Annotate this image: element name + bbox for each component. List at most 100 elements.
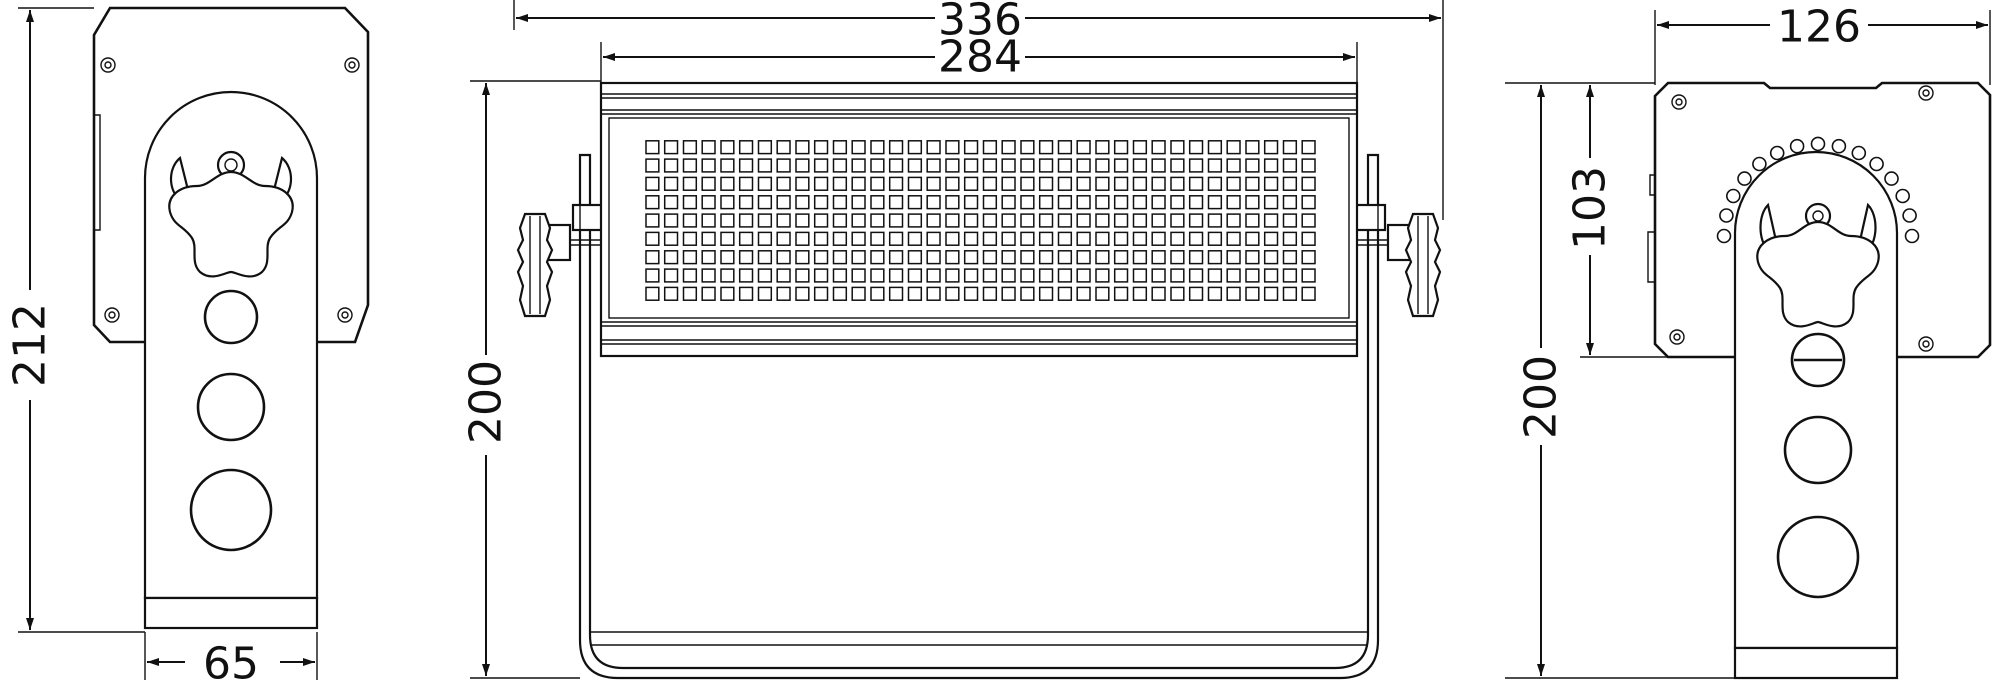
led-cell: [1076, 195, 1091, 210]
led-cell: [1170, 250, 1185, 265]
led-cell: [1282, 195, 1298, 210]
led-cell: [663, 286, 679, 301]
front-view: [516, 81, 1442, 680]
led-cell: [1207, 286, 1223, 301]
led-cell: [645, 176, 660, 191]
led-cell: [663, 250, 679, 265]
led-cell: [1170, 195, 1185, 210]
led-cell: [738, 195, 754, 210]
led-cell: [701, 250, 716, 265]
led-cell: [701, 231, 716, 246]
led-cell: [1001, 250, 1016, 265]
led-cell: [682, 231, 698, 246]
side-knob: [168, 150, 294, 278]
rear-bolt: [1737, 171, 1752, 186]
led-cell: [945, 176, 960, 191]
led-cell: [1151, 176, 1166, 191]
side-hole-2: [196, 372, 266, 442]
led-cell: [963, 140, 979, 155]
led-cell: [1245, 268, 1260, 283]
led-cell: [1263, 213, 1279, 228]
led-cell: [1245, 176, 1260, 191]
led-cell: [645, 268, 660, 283]
led-cell: [720, 250, 735, 265]
led-cell: [1095, 231, 1110, 246]
led-cell: [776, 250, 791, 265]
led-cell: [1151, 158, 1166, 173]
led-cell: [1282, 158, 1298, 173]
led-cell: [1263, 176, 1279, 191]
rear-knob: [1756, 202, 1880, 328]
led-cell: [982, 176, 998, 191]
led-cell: [738, 231, 754, 246]
led-cell: [851, 195, 866, 210]
led-cell: [1282, 250, 1298, 265]
led-cell: [776, 140, 791, 155]
front-panel-width-dimension: 284: [600, 32, 1358, 83]
led-cell: [813, 286, 829, 301]
led-cell: [926, 195, 941, 210]
led-cell: [1188, 268, 1204, 283]
led-cell: [870, 231, 885, 246]
led-cell: [663, 140, 679, 155]
led-cell: [813, 250, 829, 265]
led-cell: [1001, 158, 1016, 173]
led-cell: [1020, 195, 1035, 210]
led-cell: [757, 231, 773, 246]
side-view: [92, 6, 370, 630]
led-cell: [1301, 268, 1316, 283]
led-cell: [1188, 286, 1204, 301]
led-cell: [1188, 140, 1204, 155]
front-height-dimension: 200: [461, 80, 601, 679]
led-cell: [1076, 268, 1091, 283]
led-cell: [720, 286, 735, 301]
led-cell: [907, 158, 923, 173]
rear-bracket-foot: [1733, 646, 1899, 680]
led-cell: [682, 213, 698, 228]
led-cell: [1282, 268, 1298, 283]
led-cell: [738, 176, 754, 191]
led-cell: [870, 176, 885, 191]
led-cell: [1076, 250, 1091, 265]
led-cell: [907, 231, 923, 246]
led-cell: [1245, 195, 1260, 210]
led-cell: [907, 213, 923, 228]
led-cell: [776, 176, 791, 191]
rear-hole-1: [1790, 332, 1846, 388]
rear-bolt: [1895, 188, 1910, 204]
rear-bolt: [1726, 188, 1741, 204]
led-cell: [1170, 158, 1185, 173]
led-cell: [888, 250, 904, 265]
led-cell: [1020, 158, 1035, 173]
led-cell: [907, 140, 923, 155]
led-cell: [682, 140, 698, 155]
led-cell: [1057, 213, 1073, 228]
led-cell: [1151, 250, 1166, 265]
led-cell: [682, 195, 698, 210]
led-cell: [1057, 176, 1073, 191]
led-cell: [1207, 250, 1223, 265]
led-cell: [1057, 250, 1073, 265]
rear-upper-height-label: 103: [1565, 166, 1616, 250]
led-cell: [1170, 213, 1185, 228]
led-cell: [832, 286, 848, 301]
led-cell: [1170, 286, 1185, 301]
led-cell: [1076, 231, 1091, 246]
side-hole-3: [189, 468, 273, 552]
led-cell: [813, 158, 829, 173]
led-cell: [1151, 286, 1166, 301]
led-cell: [1170, 231, 1185, 246]
led-cell: [926, 268, 941, 283]
led-cell: [795, 286, 810, 301]
led-cell: [1226, 231, 1241, 246]
led-cell: [1188, 231, 1204, 246]
led-cell: [1226, 176, 1241, 191]
side-width-label: 65: [203, 639, 259, 685]
led-cell: [813, 268, 829, 283]
led-cell: [963, 158, 979, 173]
led-cell: [795, 176, 810, 191]
led-cell: [1207, 268, 1223, 283]
led-cell: [870, 158, 885, 173]
led-cell: [645, 213, 660, 228]
